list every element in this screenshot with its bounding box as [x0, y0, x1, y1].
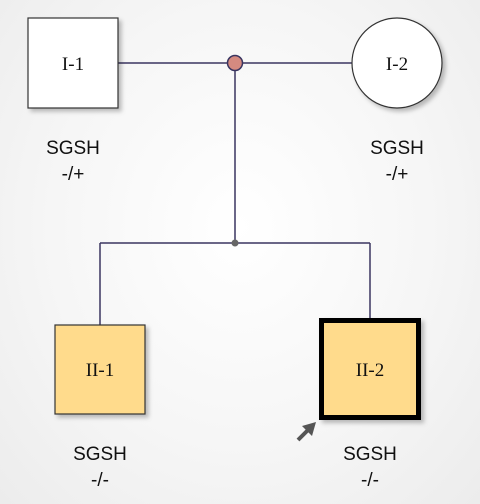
individual-i-2[interactable]: I-2 SGSH -/+ [351, 17, 443, 185]
marriage-node [226, 54, 244, 72]
proband-arrow-icon [296, 422, 316, 442]
genotype: -/- [361, 470, 379, 491]
gene-name: SGSH [73, 444, 127, 465]
individual-ii-1[interactable]: II-1 SGSH -/- [54, 324, 146, 491]
male-symbol [27, 17, 119, 109]
individual-label: II-1 [86, 360, 114, 381]
individual-label: I-2 [386, 54, 408, 75]
gene-name: SGSH [46, 138, 100, 159]
gene-name: SGSH [370, 138, 424, 159]
genotype: -/+ [62, 164, 85, 185]
male-affected-symbol [54, 324, 146, 415]
proband-affected-symbol [319, 318, 421, 420]
individual-ii-2[interactable]: II-2 SGSH -/- [296, 318, 421, 492]
individual-label: II-2 [356, 360, 384, 381]
gene-name: SGSH [343, 444, 397, 465]
genotype: -/+ [386, 164, 409, 185]
individual-label: I-1 [62, 54, 84, 75]
sibship-node [231, 239, 239, 247]
female-symbol [351, 17, 443, 109]
individual-i-1[interactable]: I-1 SGSH -/+ [27, 17, 119, 185]
genotype: -/- [91, 470, 109, 491]
